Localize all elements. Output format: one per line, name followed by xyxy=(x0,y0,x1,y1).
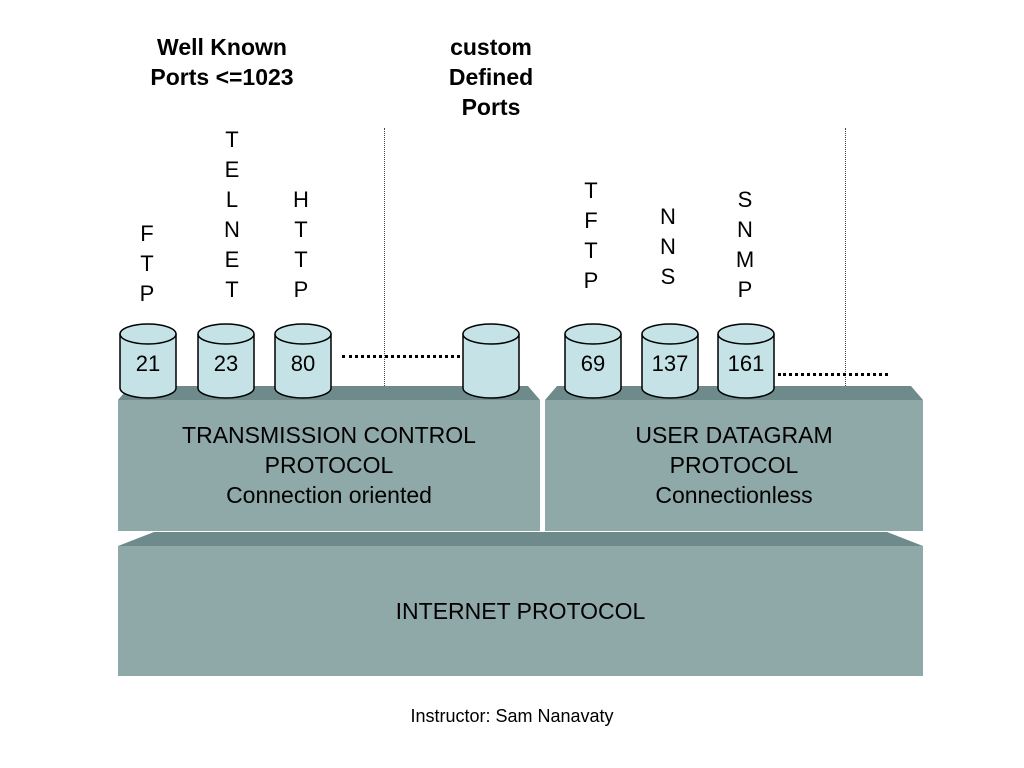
tftp-letter: F xyxy=(584,208,598,233)
separator-line-custom xyxy=(845,128,846,468)
http-letter: H xyxy=(293,187,309,212)
udp-line-1: USER DATAGRAM xyxy=(635,422,833,448)
snmp-letter: M xyxy=(735,247,755,272)
port-161-number: 161 xyxy=(727,351,765,376)
udp-continuation-dots xyxy=(778,373,888,376)
well-known-heading-line-2: Ports <=1023 xyxy=(150,64,294,90)
tcp-line-1: TRANSMISSION CONTROL xyxy=(182,422,476,448)
udp-layer-label: USER DATAGRAM PROTOCOL Connectionless xyxy=(545,420,923,510)
port-137-cylinder: 137 xyxy=(641,322,699,400)
well-known-ports-heading: Well Known Ports <=1023 xyxy=(122,32,322,92)
custom-heading-line-1: custom xyxy=(450,34,532,60)
tftp-label: T F T P xyxy=(576,176,606,296)
tftp-letter: T xyxy=(584,178,598,203)
ftp-letter: P xyxy=(139,281,155,306)
snmp-letter: N xyxy=(737,217,753,242)
tftp-letter: P xyxy=(583,268,599,293)
ftp-letter: F xyxy=(140,221,154,246)
telnet-letter: T xyxy=(225,127,239,152)
snmp-letter: P xyxy=(737,277,753,302)
http-letter: P xyxy=(293,277,309,302)
tcp-line-3: Connection oriented xyxy=(226,482,432,508)
udp-line-3: Connectionless xyxy=(655,482,813,508)
well-known-heading-line-1: Well Known xyxy=(157,34,287,60)
tftp-letter: T xyxy=(584,238,598,263)
separator-line-well-known xyxy=(384,128,385,428)
port-69-cylinder: 69 xyxy=(564,322,622,400)
nns-letter: N xyxy=(660,234,676,259)
port-23-cylinder: 23 xyxy=(197,322,255,400)
well-known-continuation-dots xyxy=(342,355,460,358)
port-161-cylinder: 161 xyxy=(717,322,775,400)
udp-layer-block: USER DATAGRAM PROTOCOL Connectionless xyxy=(545,386,923,531)
instructor-footer: Instructor: Sam Nanavaty xyxy=(410,706,614,726)
port-23-number: 23 xyxy=(213,351,239,376)
nns-letter: N xyxy=(660,204,676,229)
snmp-letter: S xyxy=(737,187,753,212)
custom-heading-line-2: Defined xyxy=(448,64,534,90)
snmp-label: S N M P xyxy=(730,185,760,305)
port-137-number: 137 xyxy=(651,351,689,376)
custom-ports-heading: custom Defined Ports xyxy=(421,32,561,122)
ip-block-shape xyxy=(118,532,923,676)
nns-label: N N S xyxy=(653,202,683,292)
telnet-letter: N xyxy=(224,217,240,242)
tcp-line-2: PROTOCOL xyxy=(264,452,394,478)
port-21-number: 21 xyxy=(135,351,161,376)
port-80-number: 80 xyxy=(290,351,316,376)
ip-layer-label: INTERNET PROTOCOL xyxy=(395,598,646,624)
ftp-label: F T P xyxy=(132,219,162,309)
telnet-letter: E xyxy=(224,247,240,272)
port-21-cylinder: 21 xyxy=(119,322,177,400)
tcp-layer-block: TRANSMISSION CONTROL PROTOCOL Connection… xyxy=(118,386,540,531)
http-label: H T T P xyxy=(286,185,316,305)
custom-heading-line-3: Ports xyxy=(461,94,521,120)
http-letter: T xyxy=(294,217,308,242)
tcp-layer-label: TRANSMISSION CONTROL PROTOCOL Connection… xyxy=(118,420,540,510)
tcp-block-shape xyxy=(118,386,540,531)
custom-port-cylinder xyxy=(462,322,520,400)
telnet-letter: L xyxy=(225,187,239,212)
telnet-letter: E xyxy=(224,157,240,182)
port-69-number: 69 xyxy=(580,351,606,376)
ip-layer-block: INTERNET PROTOCOL xyxy=(118,532,923,676)
telnet-label: T E L N E T xyxy=(217,125,247,305)
http-letter: T xyxy=(294,247,308,272)
nns-letter: S xyxy=(660,264,676,289)
ftp-letter: T xyxy=(140,251,154,276)
udp-line-2: PROTOCOL xyxy=(669,452,799,478)
port-80-cylinder: 80 xyxy=(274,322,332,400)
telnet-letter: T xyxy=(225,277,239,302)
